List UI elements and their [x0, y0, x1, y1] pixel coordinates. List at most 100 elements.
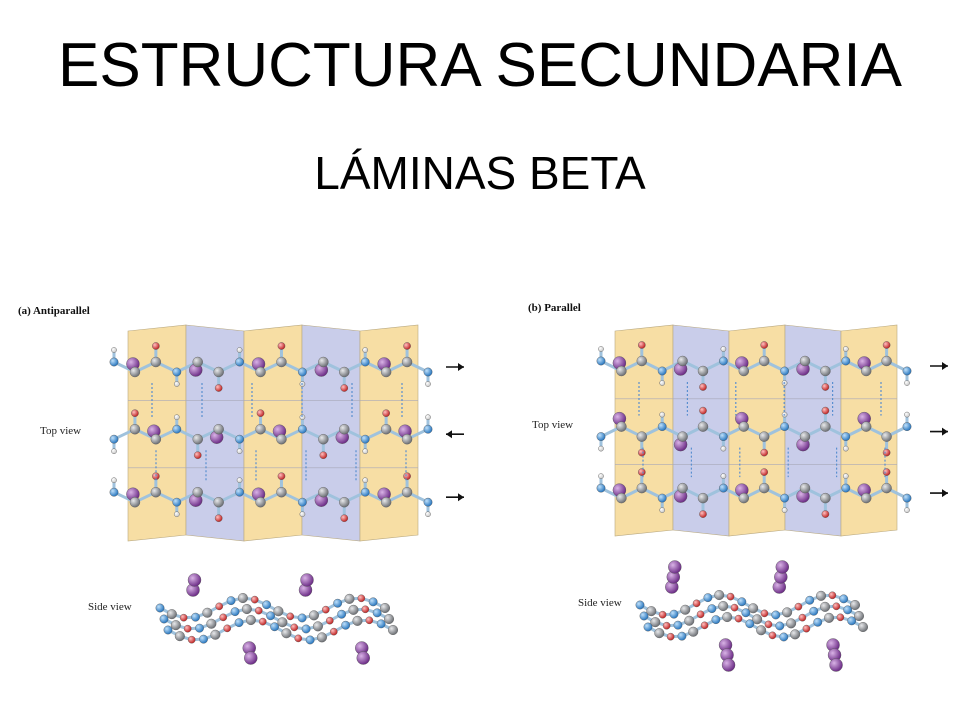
oxygen-atom	[662, 621, 671, 630]
hydrogen-atom	[236, 347, 243, 353]
nitrogen-atom	[297, 367, 307, 377]
hydrogen-atom	[425, 414, 431, 421]
parallel-sheet	[596, 324, 912, 537]
carbon-atom	[344, 593, 355, 604]
carbon-atom	[738, 421, 749, 432]
carbon-atom	[129, 366, 141, 378]
nitrogen-atom	[719, 432, 728, 441]
panel-a-side-view-label: Side view	[88, 601, 132, 613]
nitrogen-atom	[376, 619, 386, 629]
nitrogen-atom	[657, 366, 667, 376]
nitrogen-atom	[775, 621, 785, 631]
carbon-atom	[861, 365, 872, 377]
r-group-atom	[300, 573, 314, 587]
hydrogen-atom	[173, 414, 180, 421]
carbon-atom	[820, 365, 831, 377]
nitrogen-atom	[779, 632, 789, 642]
r-group-atom	[829, 658, 843, 672]
nitrogen-atom	[262, 600, 271, 610]
hydrogen-atom	[111, 347, 117, 353]
carbon-atom	[816, 590, 827, 601]
r-group-atom	[721, 658, 736, 672]
carbon-atom	[202, 607, 213, 618]
oxygen-atom	[730, 603, 739, 612]
page-title: ESTRUCTURA SECUNDARIA	[58, 31, 902, 100]
oxygen-atom	[258, 617, 267, 626]
hydrogen-atom	[720, 346, 727, 352]
carbon-atom	[722, 612, 733, 623]
carbon-atom	[616, 421, 627, 432]
nitrogen-atom	[172, 497, 182, 507]
oxygen-atom	[802, 624, 811, 633]
oxygen-atom	[882, 448, 891, 457]
nitrogen-atom	[841, 483, 851, 493]
oxygen-atom	[325, 616, 334, 625]
nitrogen-atom	[337, 609, 347, 619]
carbon-atom	[759, 355, 770, 367]
carbon-atom	[790, 629, 801, 640]
oxygen-atom	[286, 612, 295, 621]
oxygen-atom	[726, 592, 735, 601]
oxygen-atom	[403, 342, 411, 350]
nitrogen-atom	[813, 617, 823, 627]
parallel-side-view	[635, 560, 869, 672]
oxygen-atom	[638, 468, 646, 476]
oxygen-atom	[219, 613, 228, 622]
nitrogen-atom	[643, 622, 653, 632]
nitrogen-atom	[902, 493, 912, 503]
page-subtitle: LÁMINAS BETA	[314, 147, 646, 199]
hydrogen-atom	[904, 380, 910, 386]
oxygen-atom	[638, 448, 646, 457]
oxygen-atom	[131, 409, 139, 418]
carbon-atom	[255, 424, 266, 435]
carbon-atom	[858, 622, 869, 633]
carbon-atom	[677, 482, 688, 494]
oxygen-atom	[403, 472, 411, 481]
oxygen-atom	[340, 514, 349, 523]
carbon-atom	[799, 482, 811, 494]
oxygen-atom	[223, 624, 232, 633]
carbon-atom	[756, 625, 767, 636]
nitrogen-atom	[163, 625, 173, 635]
oxygen-atom	[882, 468, 891, 476]
carbon-atom	[799, 431, 811, 442]
oxygen-atom	[882, 341, 891, 349]
carbon-atom	[348, 604, 359, 615]
oxygen-atom	[699, 383, 707, 391]
hydrogen-atom	[236, 477, 243, 484]
carbon-atom	[616, 492, 627, 504]
carbon-atom	[213, 366, 224, 378]
hydrogen-atom	[598, 473, 604, 479]
hydrogen-atom	[173, 511, 180, 518]
carbon-atom	[245, 615, 256, 626]
nitrogen-atom	[839, 594, 849, 604]
nitrogen-atom	[360, 434, 370, 444]
nitrogen-atom	[109, 434, 119, 444]
panel-a-top-view-label: Top view	[40, 425, 81, 437]
hydrogen-atom	[362, 477, 369, 484]
antiparallel-direction-arrows	[446, 363, 464, 502]
carbon-atom	[192, 356, 203, 368]
nitrogen-atom	[235, 434, 245, 444]
carbon-atom	[170, 620, 181, 631]
oxygen-atom	[828, 591, 837, 600]
carbon-atom	[312, 621, 323, 632]
nitrogen-atom	[159, 614, 169, 624]
carbon-atom	[646, 606, 657, 617]
hydrogen-atom	[598, 346, 604, 352]
oxygen-atom	[361, 605, 370, 614]
carbon-atom	[213, 497, 224, 508]
oxygen-atom	[214, 384, 223, 392]
carbon-atom	[401, 487, 413, 498]
carbon-atom	[697, 365, 709, 377]
oxygen-atom	[832, 602, 841, 611]
hydrogen-atom	[904, 411, 910, 418]
arrow-head-icon	[458, 493, 464, 502]
carbon-atom	[850, 600, 861, 611]
panel-a-label: (a) Antiparallel	[18, 305, 90, 317]
hydrogen-atom	[362, 347, 369, 353]
carbon-atom	[380, 497, 392, 508]
arrow-head-icon	[942, 362, 948, 370]
nitrogen-atom	[639, 611, 649, 621]
oxygen-atom	[658, 610, 667, 619]
